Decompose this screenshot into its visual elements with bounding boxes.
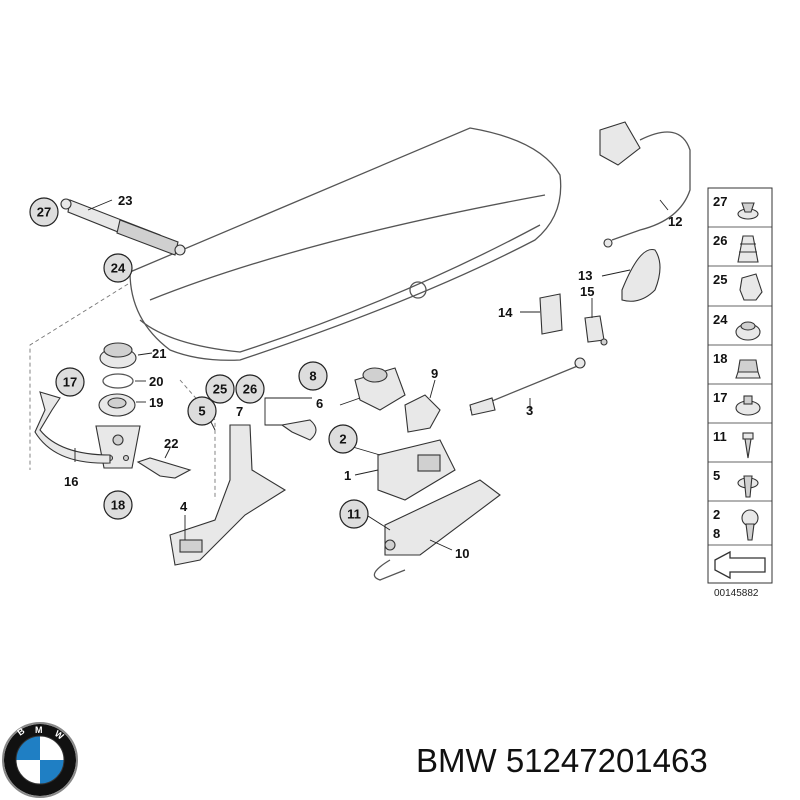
clip-25-icon: [739, 273, 763, 301]
cap-19: [98, 393, 136, 417]
gas-strut: [60, 198, 186, 256]
svg-text:M: M: [35, 725, 43, 735]
svg-text:B: B: [15, 725, 26, 737]
panel-label-17: 17: [713, 390, 727, 405]
panel-label-24: 24: [713, 312, 728, 327]
callout-14: 14: [498, 305, 513, 320]
lock-cylinder-10: [373, 479, 501, 581]
hinge-arm-16: [34, 391, 111, 464]
callout-19: 19: [149, 395, 163, 410]
hinge-4: [169, 424, 287, 566]
document-number: 00145882: [714, 588, 759, 599]
panel-label-8: 8: [713, 526, 720, 541]
leader-lines: [74, 199, 669, 551]
lock-actuator-8: [354, 367, 406, 411]
panel-label-18: 18: [713, 351, 727, 366]
trunk-lid: [129, 127, 562, 361]
callout-21: 21: [152, 346, 166, 361]
callout-9: 9: [431, 366, 438, 381]
svg-text:26: 26: [243, 382, 257, 397]
grommet-21: [99, 342, 137, 369]
clip-15: [584, 315, 608, 346]
callout-3: 3: [526, 403, 533, 418]
brand-part-number: BMW 51247201463: [416, 742, 708, 780]
svg-text:17: 17: [63, 375, 77, 390]
svg-text:8: 8: [309, 369, 316, 384]
key-7: [280, 419, 317, 441]
panel-label-11: 11: [713, 429, 727, 444]
bmw-logo: B M W: [2, 722, 78, 798]
screw-11-icon: [742, 432, 754, 459]
lock-1: [377, 439, 456, 501]
handle-13: [621, 248, 661, 302]
callout-5-circled: 5: [187, 396, 217, 426]
seal-22: [136, 457, 192, 479]
callout-24-circled: 24: [103, 253, 133, 283]
ring-20: [102, 373, 134, 389]
panel-label-5: 5: [713, 468, 720, 483]
panel-label-27: 27: [713, 194, 727, 209]
callout-15: 15: [580, 284, 594, 299]
svg-text:11: 11: [347, 507, 361, 522]
svg-text:2: 2: [339, 432, 346, 447]
callout-20: 20: [149, 374, 163, 389]
svg-text:24: 24: [111, 261, 126, 276]
circled-callouts: 27 24 17 18 25 26 5 8 2 11: [29, 197, 369, 529]
grommet-24-icon: [735, 321, 761, 341]
svg-text:25: 25: [213, 382, 227, 397]
brand-name: BMW: [416, 742, 497, 779]
callout-13: 13: [578, 268, 592, 283]
callout-12: 12: [668, 214, 682, 229]
screw-2-8-icon: [741, 509, 759, 541]
callout-16: 16: [64, 474, 78, 489]
arrow-icon: [714, 550, 766, 580]
svg-text:27: 27: [37, 205, 51, 220]
callout-22: 22: [164, 436, 178, 451]
nut-18-icon: [735, 359, 761, 379]
part-number: 51247201463: [505, 742, 708, 779]
panel-label-26: 26: [713, 233, 727, 248]
bracket-14: [539, 293, 563, 335]
cable-3: [469, 357, 586, 416]
screw-5-icon: [737, 475, 759, 498]
spring-clip-26-icon: [737, 235, 759, 263]
callout-2-circled: 2: [328, 424, 358, 454]
callout-26-circled: 26: [235, 374, 265, 404]
callout-8-circled: 8: [298, 361, 328, 391]
callout-7: 7: [236, 404, 243, 419]
callout-25-circled: 25: [205, 374, 235, 404]
push-rivet-17-icon: [735, 395, 761, 416]
svg-text:18: 18: [111, 498, 125, 513]
callout-18-circled: 18: [103, 490, 133, 520]
callout-23: 23: [118, 193, 132, 208]
callout-6: 6: [316, 396, 323, 411]
callout-27-circled: 27: [29, 197, 59, 227]
callout-1: 1: [344, 468, 351, 483]
lock-9: [404, 394, 441, 433]
callout-11-circled: 11: [339, 499, 369, 529]
svg-text:5: 5: [198, 404, 205, 419]
release-handle-12: [599, 121, 691, 248]
callout-17-circled: 17: [55, 367, 85, 397]
panel-label-25: 25: [713, 272, 727, 287]
clip-27-icon: [737, 202, 759, 220]
fastener-panel: 27 26 25 24 18 17 11 5 2 8 00145882: [707, 187, 773, 599]
callout-10: 10: [455, 546, 469, 561]
callout-4: 4: [180, 499, 188, 514]
panel-label-2: 2: [713, 507, 720, 522]
plain-callouts: 23 21 20 19 16 22 4 7 6 9 3 1 10 12 13 1…: [64, 193, 682, 561]
